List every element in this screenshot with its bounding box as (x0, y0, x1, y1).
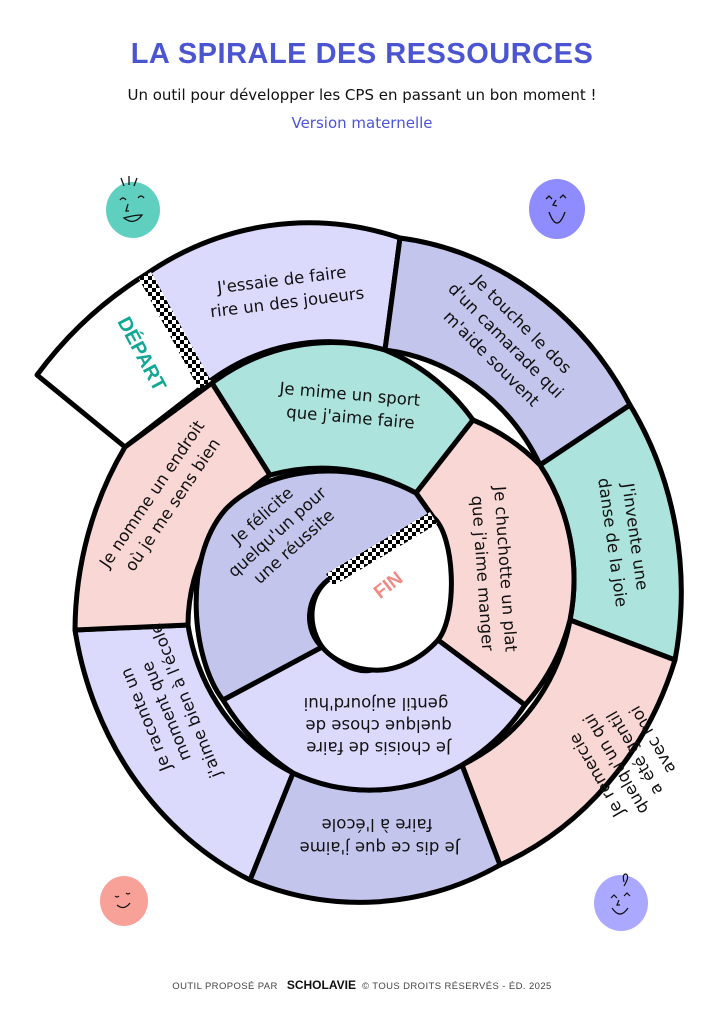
cell-10-text: Je choisis de faire quelque chose de gen… (300, 694, 452, 757)
start-checkered-line (139, 272, 211, 389)
scholavie-logo: SCHOLAVIE (286, 978, 356, 992)
smiling-face-icon (106, 176, 160, 238)
finish-checkered-line (326, 512, 437, 586)
footer-copyright: © TOUS DROITS RÉSERVÉS - ÉD. 2025 (362, 981, 552, 992)
version-label: Version maternelle (291, 114, 433, 132)
cell-5-text: Je dis ce que j'aime faire à l'école (294, 815, 460, 857)
calm-face-icon (100, 876, 148, 926)
page-title: LA SPIRALE DES RESSOURCES (130, 38, 594, 70)
happy-face-icon (594, 873, 648, 931)
page-subtitle: Un outil pour développer les CPS en pass… (127, 86, 597, 104)
winking-face-icon (529, 179, 585, 239)
footer: OUTIL PROPOSÉ PAR SCHOLAVIE © TOUS DROIT… (0, 978, 724, 992)
footer-prefix: OUTIL PROPOSÉ PAR (172, 981, 278, 992)
end-cell[interactable] (309, 514, 454, 673)
cell-6[interactable] (72, 622, 296, 883)
